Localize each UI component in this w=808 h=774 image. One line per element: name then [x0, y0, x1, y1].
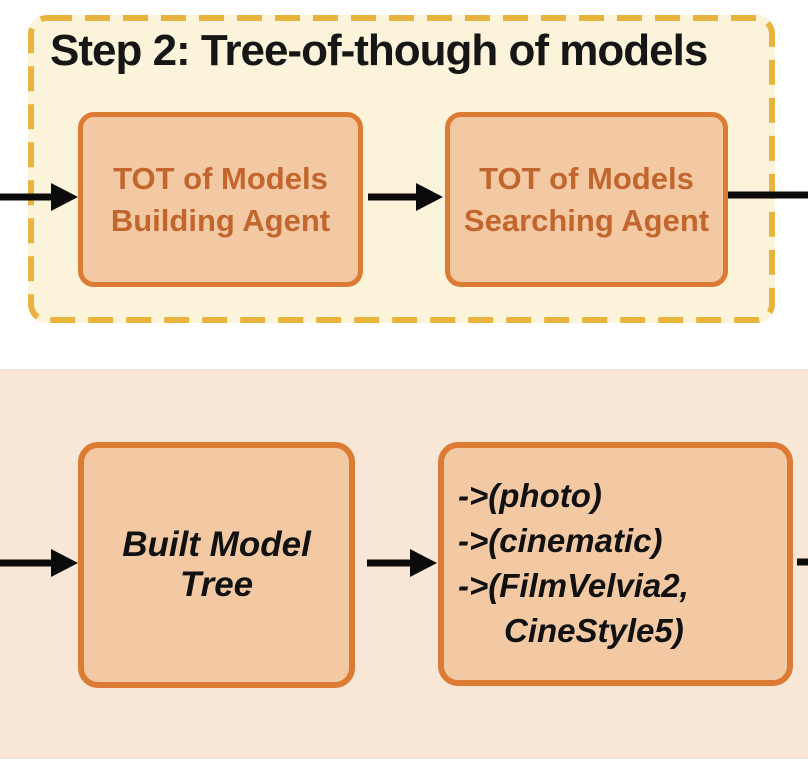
built-model-tree-box: Built Model Tree — [78, 442, 355, 688]
result-line: ->(FilmVelvia2, — [458, 567, 689, 604]
model-search-result-box: ->(photo) ->(cinematic) ->(FilmVelvia2, … — [438, 442, 793, 686]
tot-searching-agent-box: TOT of Models Searching Agent — [445, 112, 728, 287]
tot-building-agent-box: TOT of Models Building Agent — [78, 112, 363, 287]
result-line: CineStyle5) — [504, 611, 684, 649]
built-model-tree-label: Built Model Tree — [122, 525, 311, 604]
tot-building-agent-label: TOT of Models Building Agent — [110, 160, 331, 238]
result-line: ->(photo) — [458, 477, 602, 515]
tot-searching-agent-label: TOT of Models Searching Agent — [463, 160, 710, 238]
result-line: ->(cinematic) — [458, 522, 663, 560]
step2-title: Step 2: Tree-of-though of models — [50, 26, 708, 75]
